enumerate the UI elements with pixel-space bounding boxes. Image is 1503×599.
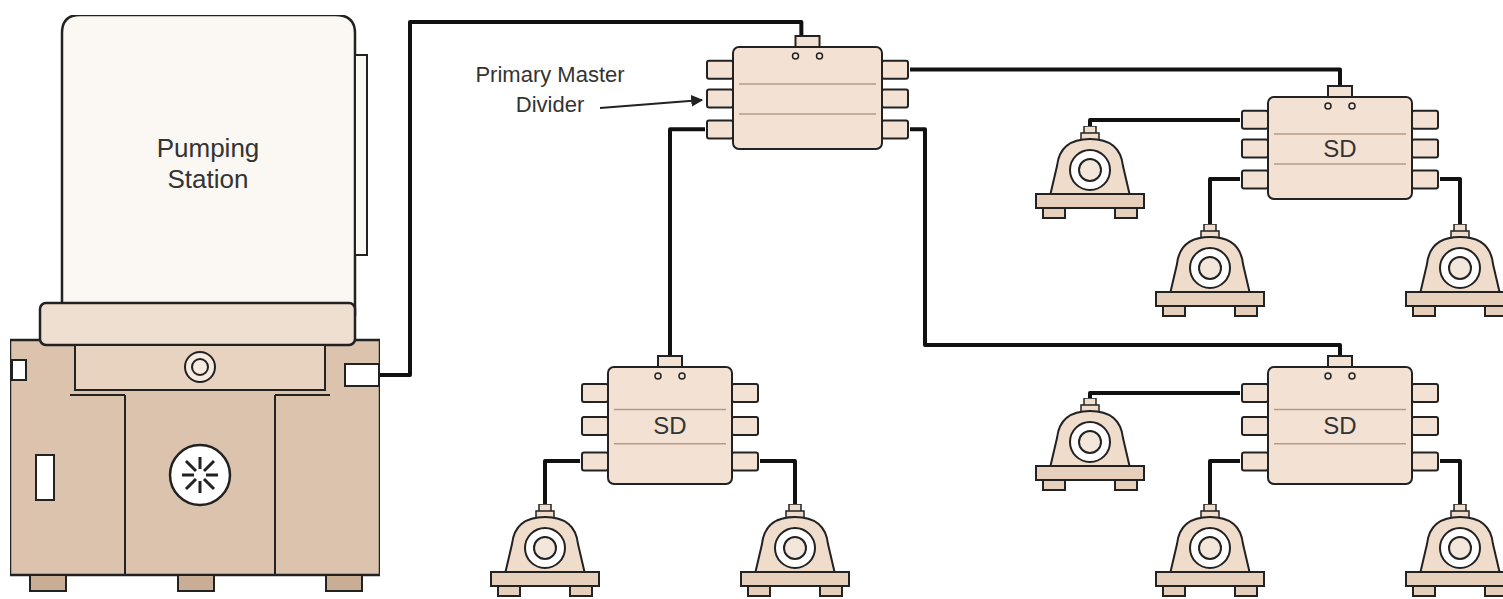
- divider-tag: SD: [1268, 412, 1412, 440]
- divider-tag: SD: [1268, 135, 1412, 163]
- pumping-station: Pumping Station: [10, 15, 380, 592]
- supply-line: [910, 70, 1340, 86]
- station-label: Pumping Station: [133, 133, 283, 195]
- sub-divider: SD: [1240, 355, 1440, 485]
- sub-divider: SD: [1240, 85, 1440, 200]
- divider-tag: SD: [608, 412, 732, 440]
- sub-divider: SD: [580, 355, 760, 485]
- station-outline: [10, 15, 380, 592]
- supply-line: [670, 129, 705, 355]
- leader-arrow: [600, 100, 702, 108]
- divider-block: [705, 35, 910, 150]
- master-divider: Primary Master Divider: [705, 35, 910, 150]
- divider-label: Primary Master Divider: [445, 60, 655, 120]
